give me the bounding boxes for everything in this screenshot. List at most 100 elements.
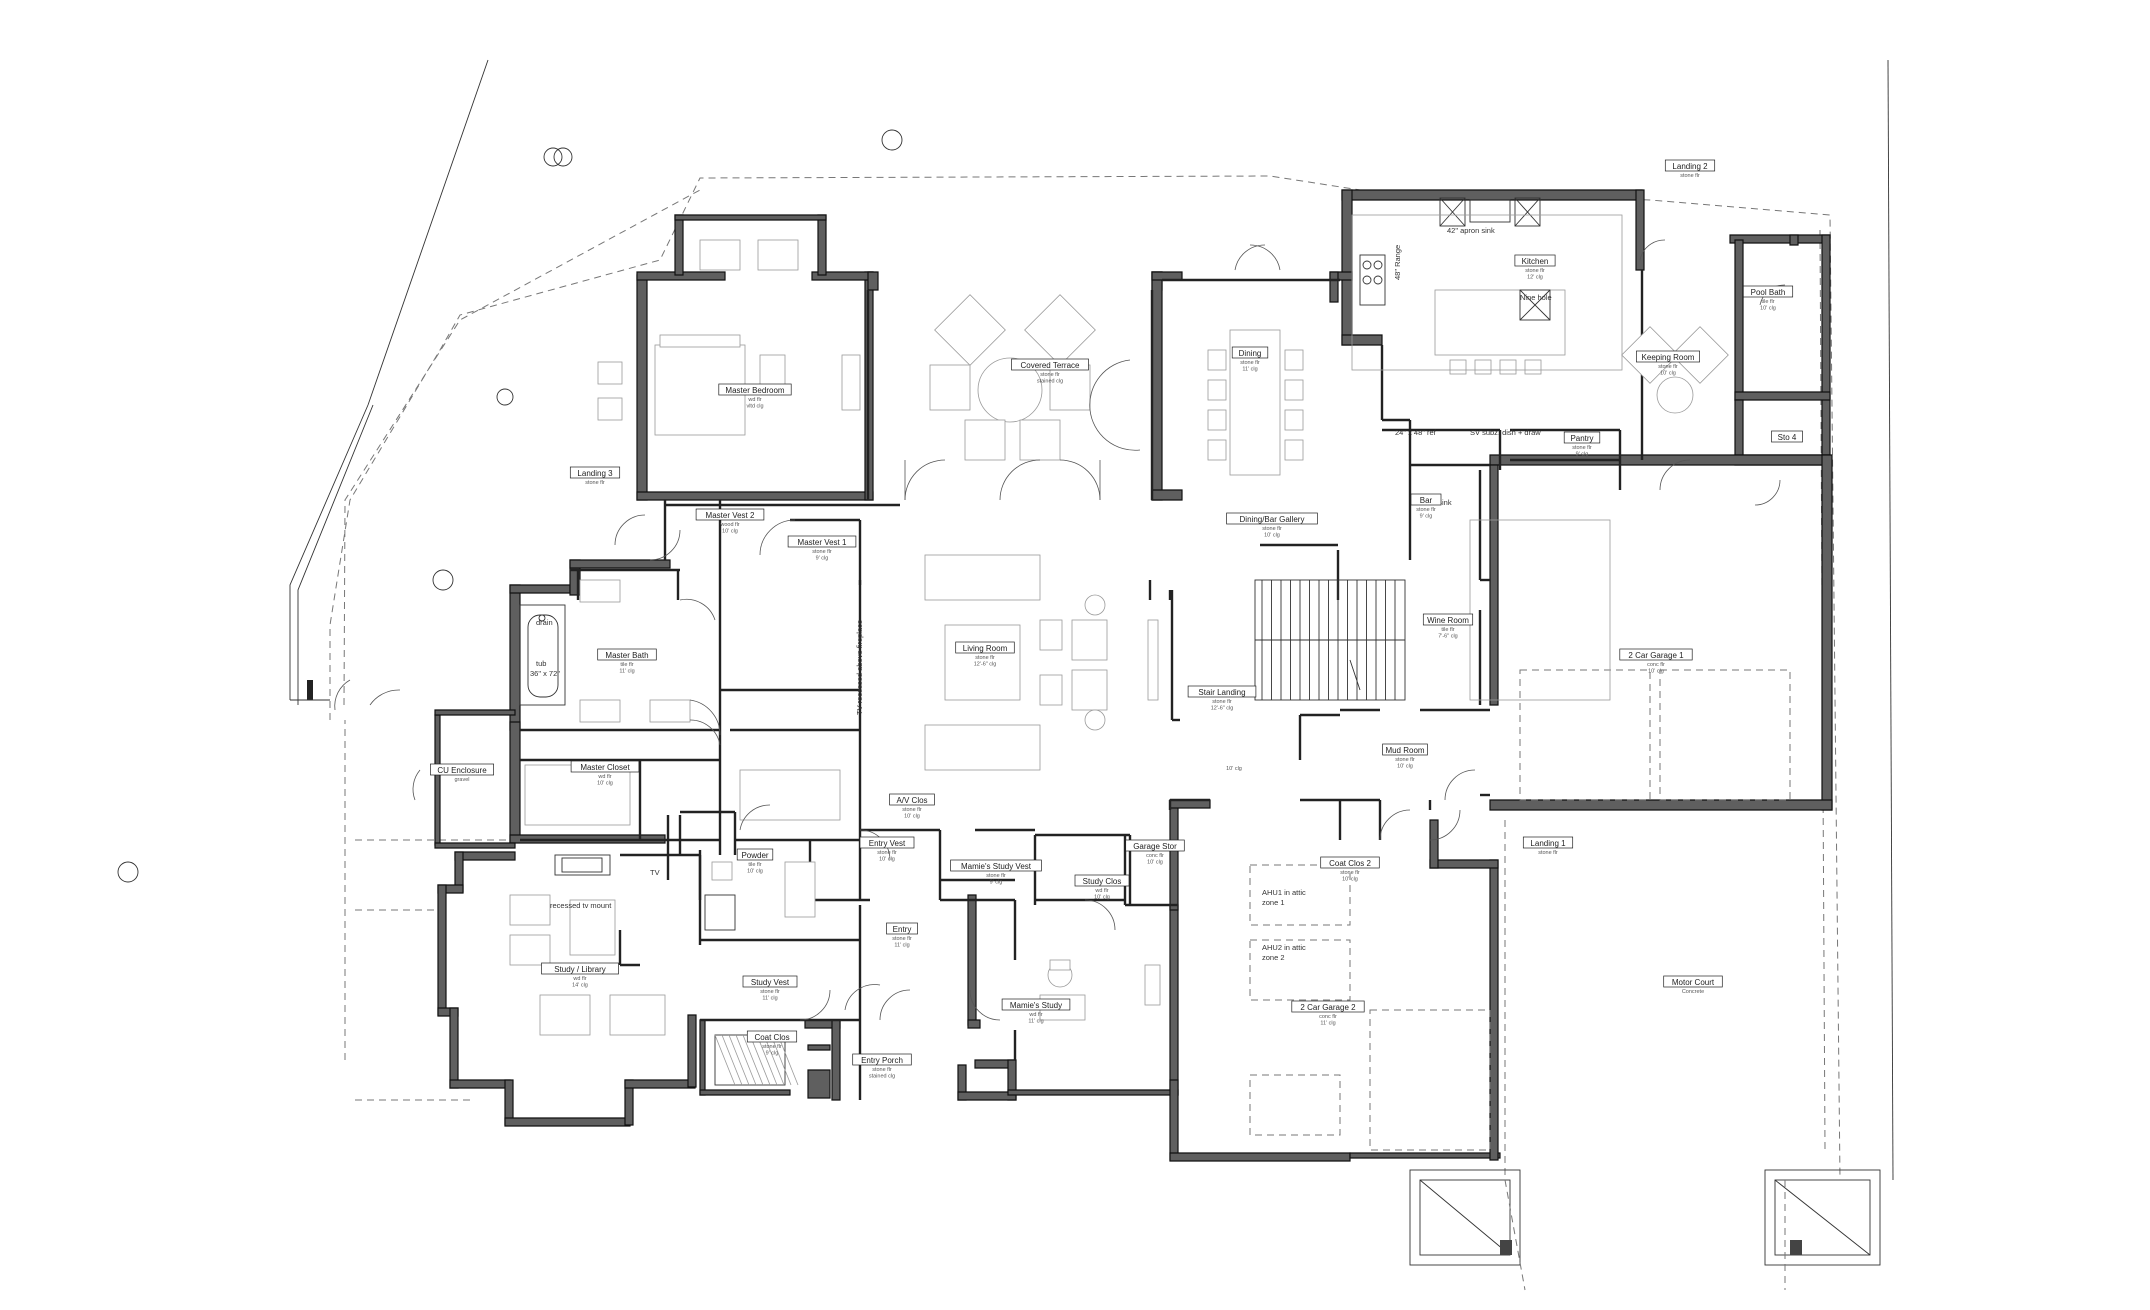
room-label-box	[1410, 493, 1442, 506]
room-label-box	[1514, 254, 1556, 267]
room-name: Master Bedroom	[725, 386, 784, 395]
room-label-box	[1771, 430, 1803, 443]
room-name: Study / Library	[554, 965, 606, 974]
room-label-box	[1125, 839, 1185, 852]
room-label-box	[1422, 613, 1474, 626]
room-label-box	[1636, 350, 1700, 363]
hatch-line	[749, 1034, 771, 1086]
note-ahu1: AHU1 in attic	[1262, 888, 1306, 897]
room-name: Garage Stor	[1133, 842, 1177, 851]
room-finish: conc flr	[1146, 853, 1164, 859]
room-name: Pool Bath	[1751, 288, 1786, 297]
room-name: Master Vest 2	[706, 511, 755, 520]
note-ref: 24" x 48" ref	[1395, 428, 1437, 437]
note-apron-sink: 42" apron sink	[1447, 226, 1495, 235]
note-range: 48" Range	[1393, 245, 1402, 280]
room-name: Coat Clos	[754, 1033, 789, 1042]
room-label-box	[597, 648, 657, 661]
room-finish: 10' clg	[1660, 371, 1676, 377]
room-name: Landing 2	[1672, 162, 1708, 171]
room-finish: 11' clg	[1242, 367, 1257, 373]
room-finish: vltd clg	[746, 404, 763, 410]
room-label-box	[1291, 1000, 1365, 1013]
hatch-line	[756, 1034, 778, 1086]
note-bar-sink: Sink	[1437, 498, 1452, 507]
room-name: Covered Terrace	[1021, 361, 1081, 370]
room-name: Coat Clos 2	[1329, 859, 1371, 868]
room-finish: 12' clg	[1527, 275, 1543, 281]
room-label-box	[695, 508, 765, 521]
room-finish: stone flr	[760, 989, 780, 995]
room-label-box	[955, 641, 1015, 654]
room-finish: stone flr	[1240, 360, 1260, 366]
room-label-box	[889, 793, 935, 806]
room-name: Mamie's Study Vest	[961, 862, 1032, 871]
room-finish: tile flr	[748, 862, 761, 868]
room-finish: 11' clg	[762, 996, 777, 1002]
room-finish: stone flr	[1680, 173, 1700, 179]
room-finish: 10' clg	[1264, 533, 1280, 539]
room-label-box	[1001, 998, 1071, 1011]
room-name: 2 Car Garage 1	[1628, 651, 1684, 660]
hatch-line	[714, 1034, 736, 1086]
room-label-box	[569, 466, 621, 479]
room-finish: 12'-6" clg	[1211, 706, 1234, 712]
room-label-box	[1320, 856, 1380, 869]
room-finish: stained clg	[1037, 379, 1063, 385]
room-name: Powder	[741, 851, 768, 860]
notes: 42" apron sink 48" Range Nine hole 24" x…	[530, 226, 1552, 962]
note-drain: drain	[536, 618, 553, 627]
note-recessed-tv: recessed tv mount	[550, 901, 612, 910]
room-finish: stone flr	[1538, 850, 1558, 856]
room-name: 2 Car Garage 2	[1300, 1003, 1356, 1012]
room-label-box	[570, 760, 640, 773]
room-finish: stone flr	[1395, 757, 1415, 763]
room-finish: 9' clg	[766, 1051, 779, 1057]
note-tub: tub	[536, 659, 546, 668]
note-tub-size: 36" x 72"	[530, 669, 560, 678]
room-finish: 10' clg	[1760, 306, 1776, 312]
room-name: Wine Room	[1427, 616, 1469, 625]
room-name: Keeping Room	[1642, 353, 1695, 362]
room-landing-2: Landing 2 stone flr	[1664, 159, 1716, 179]
room-label-box	[1382, 743, 1428, 756]
room-finish: 10' clg	[1397, 764, 1413, 770]
room-name: Entry	[893, 925, 912, 934]
room-finish: 9' clg	[1576, 452, 1589, 458]
room-name: Kitchen	[1522, 257, 1549, 266]
note-nine-hole: Nine hole	[1520, 293, 1552, 302]
room-label-box	[1074, 874, 1130, 887]
room-finish: 10' clg	[904, 814, 920, 820]
room-finish: stone flr	[585, 480, 605, 486]
room-name: Mud Room	[1385, 746, 1424, 755]
room-finish: conc flr	[1647, 662, 1665, 668]
room-finish: wd flr	[747, 397, 761, 403]
room-name: Master Bath	[605, 651, 648, 660]
furniture	[509, 197, 1791, 1151]
room-finish: 10' clg	[722, 529, 738, 535]
room-finish: 10' clg	[1147, 860, 1163, 866]
room-label-box	[1187, 685, 1257, 698]
room-name: Entry Porch	[861, 1056, 903, 1065]
